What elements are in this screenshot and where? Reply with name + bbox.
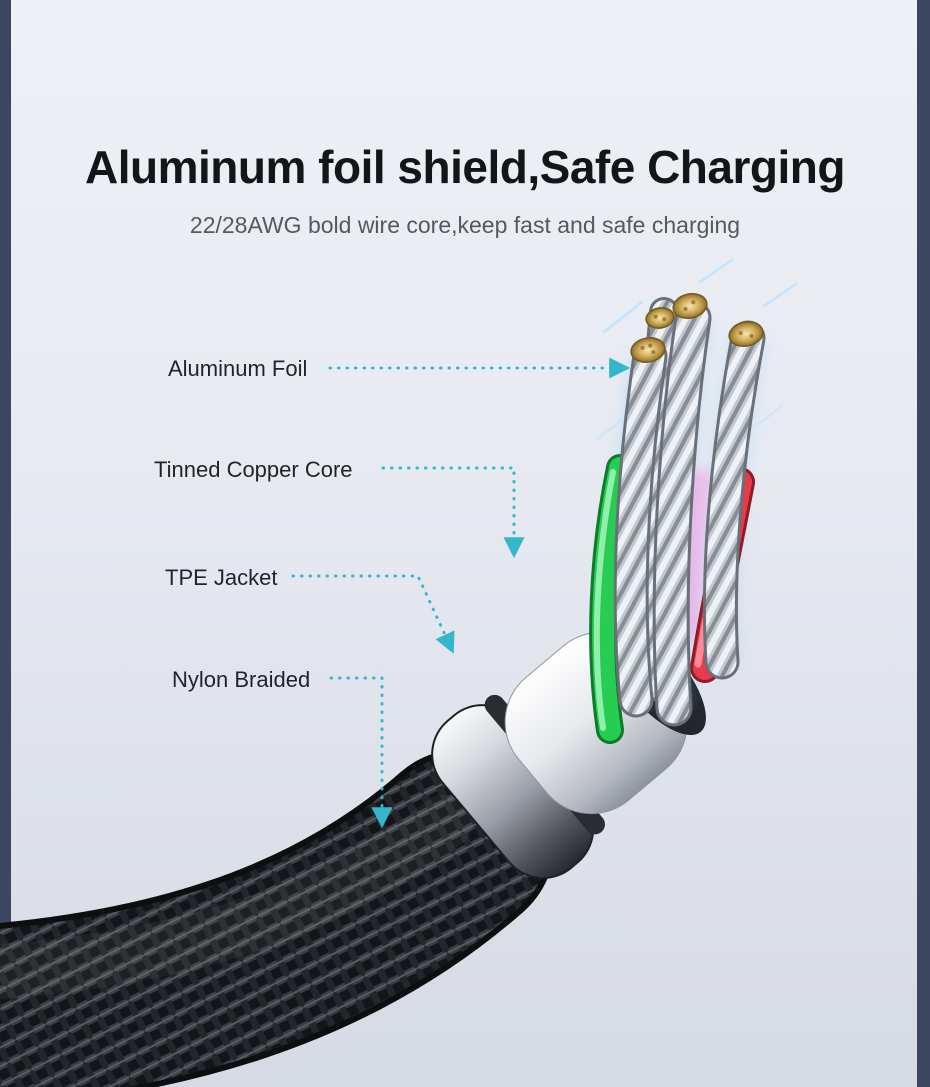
callout-aluminum-foil: Aluminum Foil (168, 356, 308, 381)
page-subtitle: 22/28AWG bold wire core,keep fast and sa… (189, 212, 741, 238)
callout-nylon-braided: Nylon Braided (172, 667, 311, 692)
right-border-strip (917, 0, 930, 1087)
page-title: Aluminum foil shield,Safe Charging (85, 141, 845, 193)
gold-wire-tips (630, 292, 764, 363)
nylon-braided-cable (0, 749, 555, 1087)
leader-tpe-jacket (291, 574, 455, 654)
green-wire (589, 454, 634, 744)
callout-tpe-jacket: TPE Jacket (165, 565, 278, 590)
leader-lines (291, 357, 631, 829)
copper-strands (613, 297, 766, 727)
leader-nylon-braided (329, 676, 393, 829)
left-border-strip (0, 0, 11, 1087)
callout-tinned-copper-core: Tinned Copper Core (154, 457, 353, 482)
leader-tinned-copper-core (381, 466, 525, 559)
light-streaks (596, 258, 798, 440)
